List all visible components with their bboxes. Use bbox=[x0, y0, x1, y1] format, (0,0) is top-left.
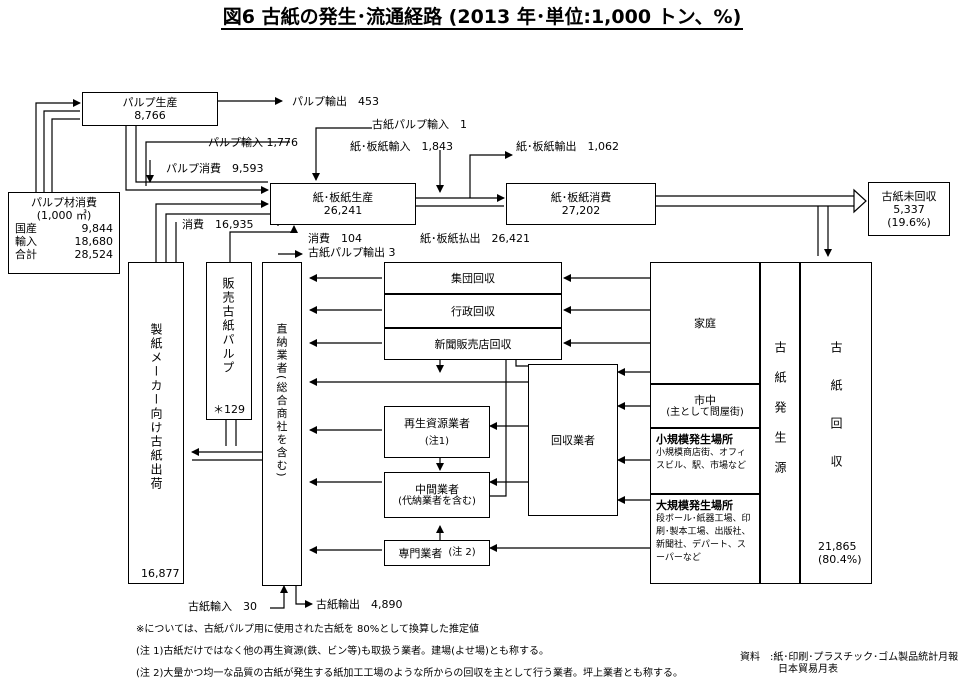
page-title: 図6 古紙の発生･流通経路 (2013 年･単位:1,000 トン、%) bbox=[220, 6, 744, 30]
unrecovered-label: 古紙未回収 bbox=[881, 189, 937, 203]
note-1: (注 1)古紙だけではなく他の再生資源(鉄、ビン等)も取扱う業者。建場(よせ場)… bbox=[136, 646, 549, 657]
pulp-production-label: パルプ生産 bbox=[122, 96, 178, 109]
wastepaper-export-label: 古紙輸出 4,890 bbox=[316, 598, 403, 611]
admin-collection-box: 行政回収 bbox=[384, 294, 562, 328]
middle-dealer-box: 中間業者 (代納業者を含む) bbox=[384, 472, 490, 518]
pulp-import-label: パルプ輸入 1,776 bbox=[208, 136, 298, 149]
recycle-dealer-box: 再生資源業者 (注1) bbox=[384, 406, 490, 458]
small-site-label: 小規模発生場所 bbox=[656, 433, 733, 446]
newspaper-collection-box: 新聞販売店回収 bbox=[384, 328, 562, 360]
paper-consumption-box: 紙･板紙消費 27,202 bbox=[506, 183, 656, 225]
direct-dealer-box: 直納業者(総合商社を含む) bbox=[262, 262, 302, 586]
household-label: 家庭 bbox=[694, 316, 716, 330]
unrecovered-box: 古紙未回収 5,337 (19.6%) bbox=[868, 182, 950, 236]
pulp-consumption-label: パルプ消費 9,593 bbox=[166, 162, 264, 175]
middle-dealer-sub: (代納業者を含む) bbox=[398, 495, 476, 507]
consumption-104-label: 消費 104 bbox=[308, 232, 362, 245]
large-site-sub: 段ボール･紙器工場、印刷･製本工場、出版社、新聞社、デパート、スーパーなど bbox=[656, 514, 751, 563]
paper-shipment-label: 紙･板紙払出 26,421 bbox=[420, 232, 530, 245]
large-site-label: 大規模発生場所 bbox=[656, 499, 733, 512]
recovery-pct-display: (80.4%) bbox=[818, 553, 862, 566]
recycle-dealer-label: 再生資源業者 bbox=[404, 416, 470, 430]
maker-shipment-box: 製紙メーカー向け古紙出荷 16,877 bbox=[128, 262, 184, 584]
maker-shipment-label: 製紙メーカー向け古紙出荷 bbox=[149, 323, 163, 491]
wastepaper-import-label: 古紙輸入 30 bbox=[188, 600, 257, 613]
source-note-text-2: 日本貿易月表 bbox=[778, 664, 838, 675]
town-label: 市中 bbox=[694, 393, 716, 407]
specialist-box: 専門業者 (注 2) bbox=[384, 540, 490, 566]
town-box: 市中 (主として問屋街) bbox=[650, 384, 760, 428]
specialist-note: (注 2) bbox=[448, 547, 476, 558]
group-collection-box: 集団回収 bbox=[384, 262, 562, 294]
group-collection-label: 集団回収 bbox=[451, 271, 495, 285]
collector-box: 回収業者 bbox=[528, 364, 618, 516]
collector-label: 回収業者 bbox=[551, 433, 595, 447]
consumption-16935-label: 消費 16,935 bbox=[182, 218, 254, 231]
pulp-production-box: パルプ生産 8,766 bbox=[82, 92, 218, 126]
large-site-box: 大規模発生場所 段ボール･紙器工場、印刷･製本工場、出版社、新聞社、デパート、ス… bbox=[650, 494, 760, 584]
source-note-text-1: :紙･印刷･プラスチック･ゴム製品統計月報 bbox=[770, 652, 959, 663]
specialist-label: 専門業者 bbox=[398, 546, 443, 560]
newspaper-collection-label: 新聞販売店回収 bbox=[434, 337, 512, 351]
source-label: 古紙発生源 bbox=[773, 341, 787, 491]
sales-pulp-value: ＊129 bbox=[213, 403, 245, 416]
note-2: (注 2)大量かつ均一な品質の古紙が発生する紙加工工場のような所からの回収を主と… bbox=[136, 668, 684, 679]
recovery-label: 古紙回収 bbox=[829, 341, 843, 493]
paper-consumption-value: 27,202 bbox=[561, 204, 601, 217]
household-box: 家庭 bbox=[650, 262, 760, 384]
sales-pulp-label: 販売古紙パルプ bbox=[221, 277, 235, 375]
middle-dealer-label: 中間業者 bbox=[415, 482, 459, 496]
direct-dealer-label: 直納業者(総合商社を含む) bbox=[275, 323, 288, 479]
pulp-production-value: 8,766 bbox=[134, 109, 166, 122]
source-box: 古紙発生源 bbox=[760, 262, 800, 584]
wastepaper-pulp-export-label: 古紙パルプ輸出 3 bbox=[308, 246, 396, 259]
sales-pulp-box: 販売古紙パルプ ＊129 bbox=[206, 262, 252, 420]
wastepaper-pulp-import-label: 古紙パルプ輸入 1 bbox=[372, 118, 467, 131]
paper-consumption-label: 紙･板紙消費 bbox=[550, 191, 612, 204]
recovery-box: 古紙回収 21,865 (80.4%) bbox=[800, 262, 872, 584]
paper-production-box: 紙･板紙生産 26,241 bbox=[270, 183, 416, 225]
unrecovered-value: 5,337 bbox=[893, 202, 925, 216]
paper-production-label: 紙･板紙生産 bbox=[312, 191, 374, 204]
admin-collection-label: 行政回収 bbox=[451, 304, 495, 318]
small-site-sub: 小規模商店街、オフィスビル、駅、市場など bbox=[656, 448, 747, 471]
recovery-value-display: 21,865 bbox=[818, 540, 857, 553]
pulp-material-label: パルプ材消費 bbox=[31, 196, 97, 209]
recycle-dealer-note: (注1) bbox=[424, 435, 450, 447]
source-note-label: 資料 bbox=[740, 652, 760, 663]
paper-export-label: 紙･板紙輸出 1,062 bbox=[516, 140, 619, 153]
paper-import-label: 紙･板紙輸入 1,843 bbox=[350, 140, 453, 153]
asterisk-note: ※については、古紙パルプ用に使用された古紙を 80%として換算した推定値 bbox=[136, 624, 479, 635]
small-site-box: 小規模発生場所 小規模商店街、オフィスビル、駅、市場など bbox=[650, 428, 760, 494]
maker-shipment-value: 16,877 bbox=[141, 567, 180, 580]
town-sub: (主として問屋街) bbox=[666, 406, 744, 418]
paper-production-value: 26,241 bbox=[323, 204, 363, 217]
unrecovered-pct: (19.6%) bbox=[887, 215, 931, 229]
pulp-material-unit: (1,000 ㎥) bbox=[36, 209, 92, 222]
pulp-export-label: パルプ輸出 453 bbox=[292, 95, 379, 108]
